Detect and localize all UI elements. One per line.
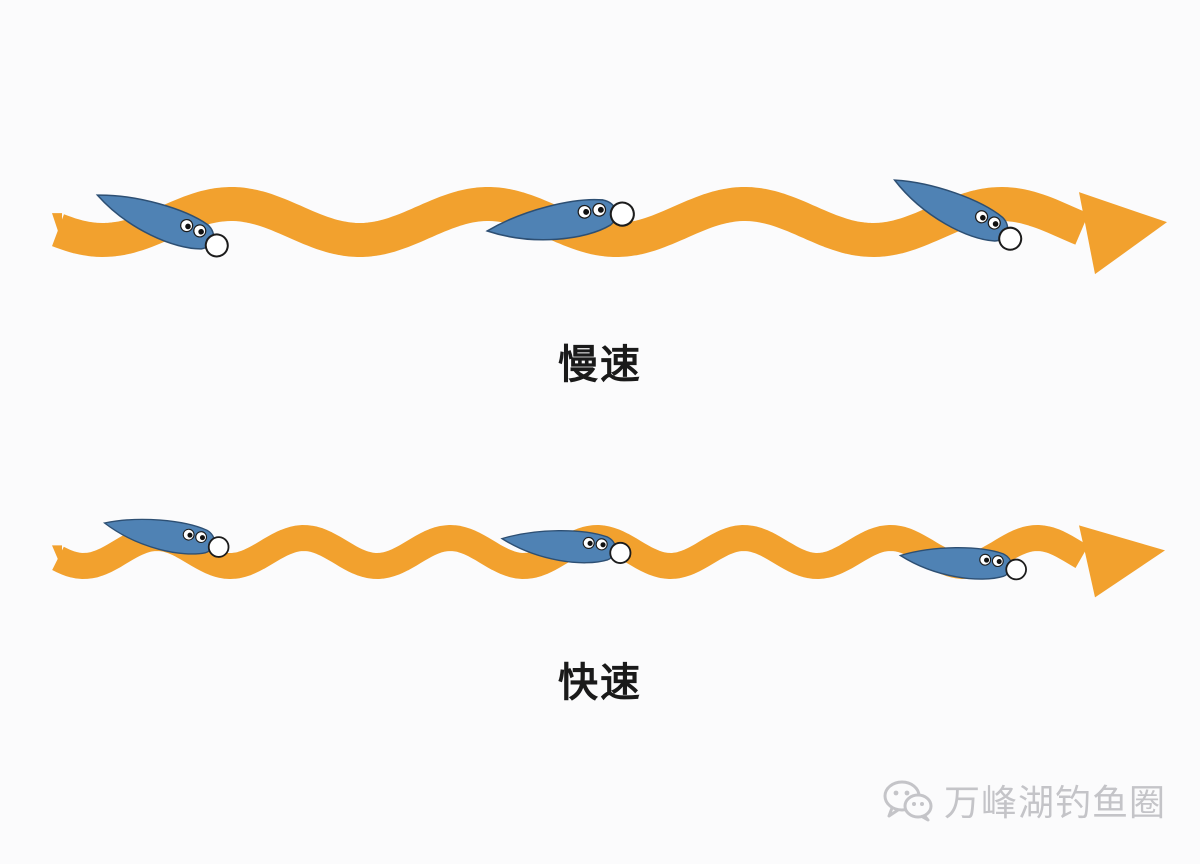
fast-retrieve-row: [49, 518, 1165, 598]
lure-eye: [991, 555, 1004, 568]
watermark: 万峰湖钓鱼圈: [882, 776, 1166, 824]
lure-ring: [204, 233, 229, 258]
slow-lure-2: [485, 198, 635, 241]
slow-lure-3: [893, 179, 1023, 251]
lure-ring: [609, 201, 635, 227]
lure-eye: [180, 218, 194, 233]
lure-eye: [582, 536, 595, 550]
lure-eye: [592, 202, 607, 217]
fast-lure-3: [898, 547, 1027, 581]
lure-eye: [195, 531, 208, 544]
watermark-text: 万峰湖钓鱼圈: [943, 783, 1166, 824]
lure-eye: [193, 224, 207, 238]
slow-arrow-head: [1079, 192, 1167, 275]
slow-label: 慢速: [558, 342, 642, 388]
slow-path-tail: [52, 213, 64, 250]
lure-eye: [595, 538, 608, 551]
fast-arrow-head: [1079, 525, 1165, 598]
slow-lure-1: [95, 194, 229, 258]
wechat-icon: [883, 780, 933, 822]
fast-lure-1: [102, 518, 230, 558]
slow-retrieve-row: [45, 179, 1167, 275]
lure-ring: [1005, 558, 1027, 581]
lure-eye: [577, 204, 592, 219]
fast-path-tail: [52, 545, 64, 574]
lure-eye: [987, 216, 1001, 230]
lure-eye: [974, 210, 989, 224]
fast-lure-2: [500, 529, 632, 564]
lure-eye: [979, 553, 992, 566]
lure-eye: [182, 528, 195, 541]
lure-ring: [207, 536, 230, 558]
lure-ring: [998, 226, 1023, 251]
lure-ring: [609, 541, 632, 564]
fast-label: 快速: [558, 660, 642, 706]
